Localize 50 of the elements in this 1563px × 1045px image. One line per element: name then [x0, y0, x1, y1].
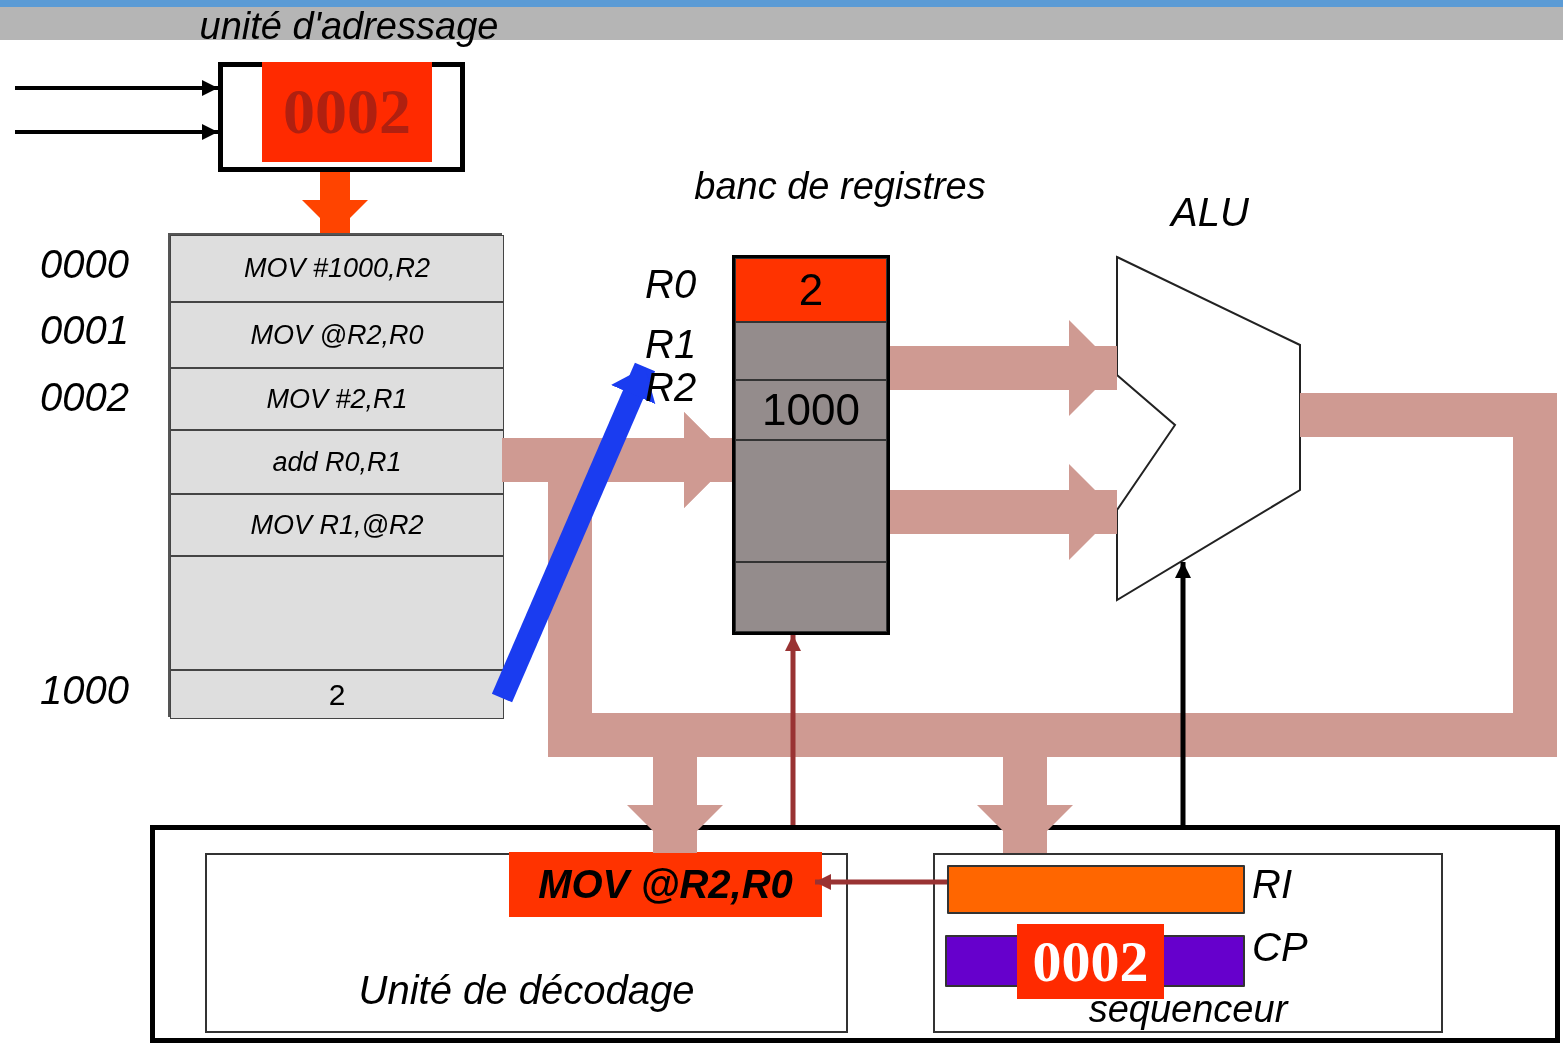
- arrow: [785, 635, 801, 825]
- unit-name: Unité de décodage: [358, 968, 695, 1013]
- cell-text: MOV @R2,R0: [250, 319, 424, 351]
- control-unit-box: [150, 825, 1560, 1043]
- memory-cell: [170, 556, 504, 670]
- register-cell: [735, 562, 887, 632]
- memory-address: 0001: [40, 308, 129, 353]
- instruction-display: [509, 852, 822, 917]
- arrow: [15, 124, 218, 140]
- memory-address: 0002: [40, 375, 129, 420]
- instruction-register-bar: [947, 865, 1245, 914]
- memory-cell: [170, 235, 504, 302]
- memory-cell: [170, 494, 504, 556]
- register-name: R1: [645, 322, 697, 367]
- instruction-text: MOV @R2,R0: [538, 862, 793, 907]
- bank-heading: banc de registres: [694, 165, 986, 208]
- address-value: 0002: [283, 75, 411, 149]
- memory-cell: [170, 302, 504, 368]
- decoding-unit: [205, 853, 848, 1033]
- arrow: [1175, 562, 1191, 825]
- memory-cell: [170, 430, 504, 494]
- memory-cell: [170, 368, 504, 430]
- cell-text: add R0,R1: [272, 446, 402, 478]
- memory-address: 0000: [40, 242, 129, 287]
- counter-value: [1017, 924, 1164, 999]
- memory-address: 1000: [40, 668, 129, 713]
- arrow: [15, 80, 218, 96]
- register-cell: [735, 380, 887, 440]
- register-cell: [735, 440, 887, 562]
- register-cell: [735, 322, 887, 380]
- cell-text: 1000: [762, 385, 860, 435]
- bus-arrow: [302, 172, 368, 233]
- cell-text: MOV #1000,R2: [243, 253, 431, 284]
- register-label: RI: [1252, 862, 1292, 907]
- unit-heading: unité d'adressage: [199, 5, 499, 48]
- cell-text: 2: [798, 265, 824, 315]
- cell-text: 2: [328, 677, 346, 712]
- memory-table: [168, 233, 502, 717]
- bus-arrow: [890, 319, 1117, 417]
- cell-text: MOV #2,R1: [266, 383, 408, 415]
- arrow: [815, 874, 947, 890]
- register-label: CP: [1252, 925, 1308, 970]
- register-name: R0: [645, 262, 697, 307]
- cell-text: MOV R1,@R2: [250, 509, 424, 541]
- sequencer: [933, 853, 1443, 1033]
- alu-heading: ALU: [1171, 190, 1249, 235]
- address-display: [262, 62, 432, 162]
- bus-arrow: [890, 463, 1117, 561]
- memory-cell: [170, 670, 504, 719]
- register-cell: [735, 258, 887, 322]
